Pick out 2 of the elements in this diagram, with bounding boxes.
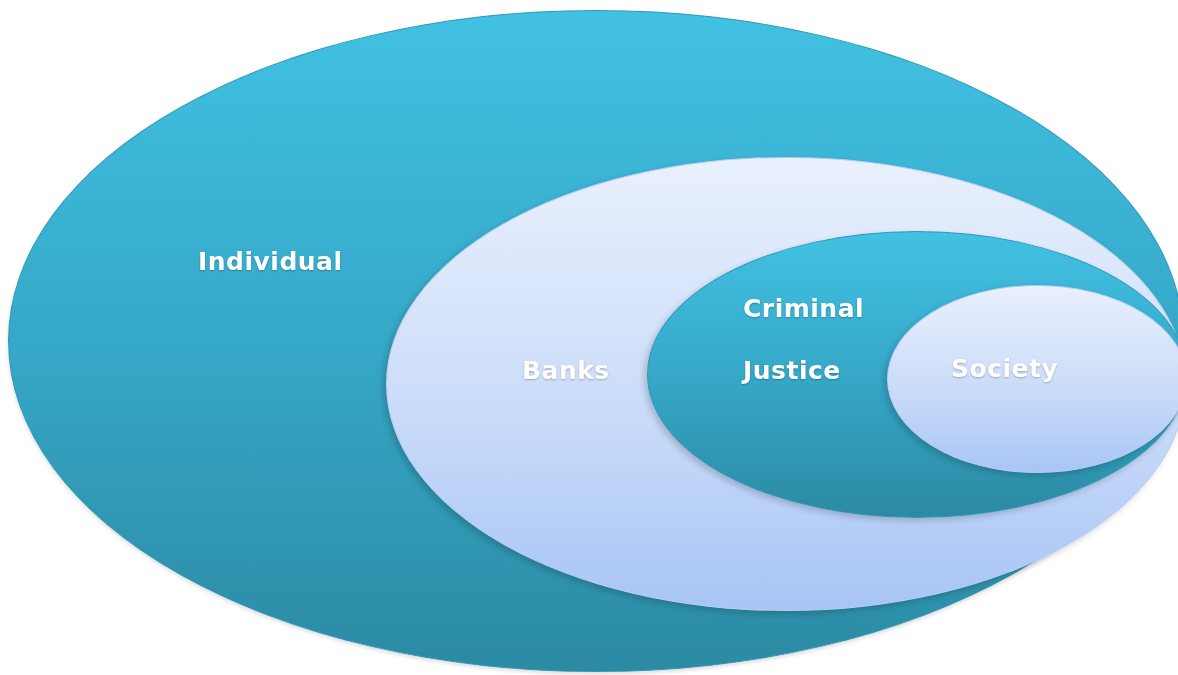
ellipse-label: Individual xyxy=(198,246,344,278)
ellipse-label: Criminal Justice xyxy=(743,293,866,387)
